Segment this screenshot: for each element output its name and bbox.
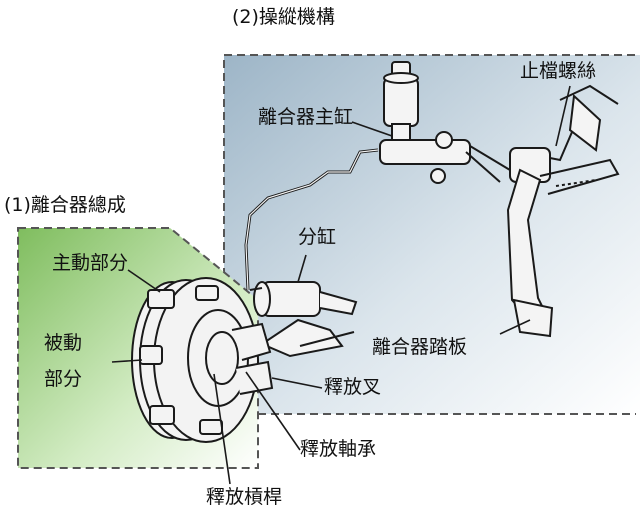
label-stop-screw: 止檔螺絲 (520, 60, 597, 82)
leader-driven-part (111, 359, 143, 363)
hydraulic-line-inner (245, 149, 379, 291)
clutch-pedal-assembly (506, 84, 620, 338)
label-driving-part: 主動部分 (52, 252, 129, 274)
leader-slave-cylinder (297, 254, 307, 283)
leader-release-bearing (245, 371, 301, 451)
label-slave-cylinder: 分缸 (298, 226, 337, 248)
label-driven-part-line2: 部分 (44, 368, 83, 390)
leader-release-lever (213, 373, 231, 485)
leader-release-fork (271, 377, 323, 389)
label-clutch-pedal: 離合器踏板 (372, 336, 468, 358)
clutch-assembly-drawing (131, 277, 274, 443)
label-release-lever: 釋放槓桿 (206, 486, 283, 508)
label-master-cylinder: 離合器主缸 (258, 106, 354, 128)
label-operating-mechanism: (2)操縱機構 (232, 6, 335, 28)
leader-clutch-pedal (499, 319, 531, 335)
leader-stop-screw (555, 85, 571, 147)
master-cylinder (379, 61, 511, 184)
label-release-fork: 釋放叉 (324, 376, 382, 398)
slave-cylinder (249, 281, 358, 358)
leader-lines (111, 85, 571, 485)
operating-panel-border (223, 54, 636, 302)
leader-master-cylinder (351, 121, 393, 137)
leader-driving-part (127, 269, 161, 293)
label-driven-part-line1: 被動 (44, 332, 83, 354)
label-release-bearing: 釋放軸承 (300, 438, 377, 460)
label-clutch-assembly: (1)離合器總成 (4, 194, 126, 216)
